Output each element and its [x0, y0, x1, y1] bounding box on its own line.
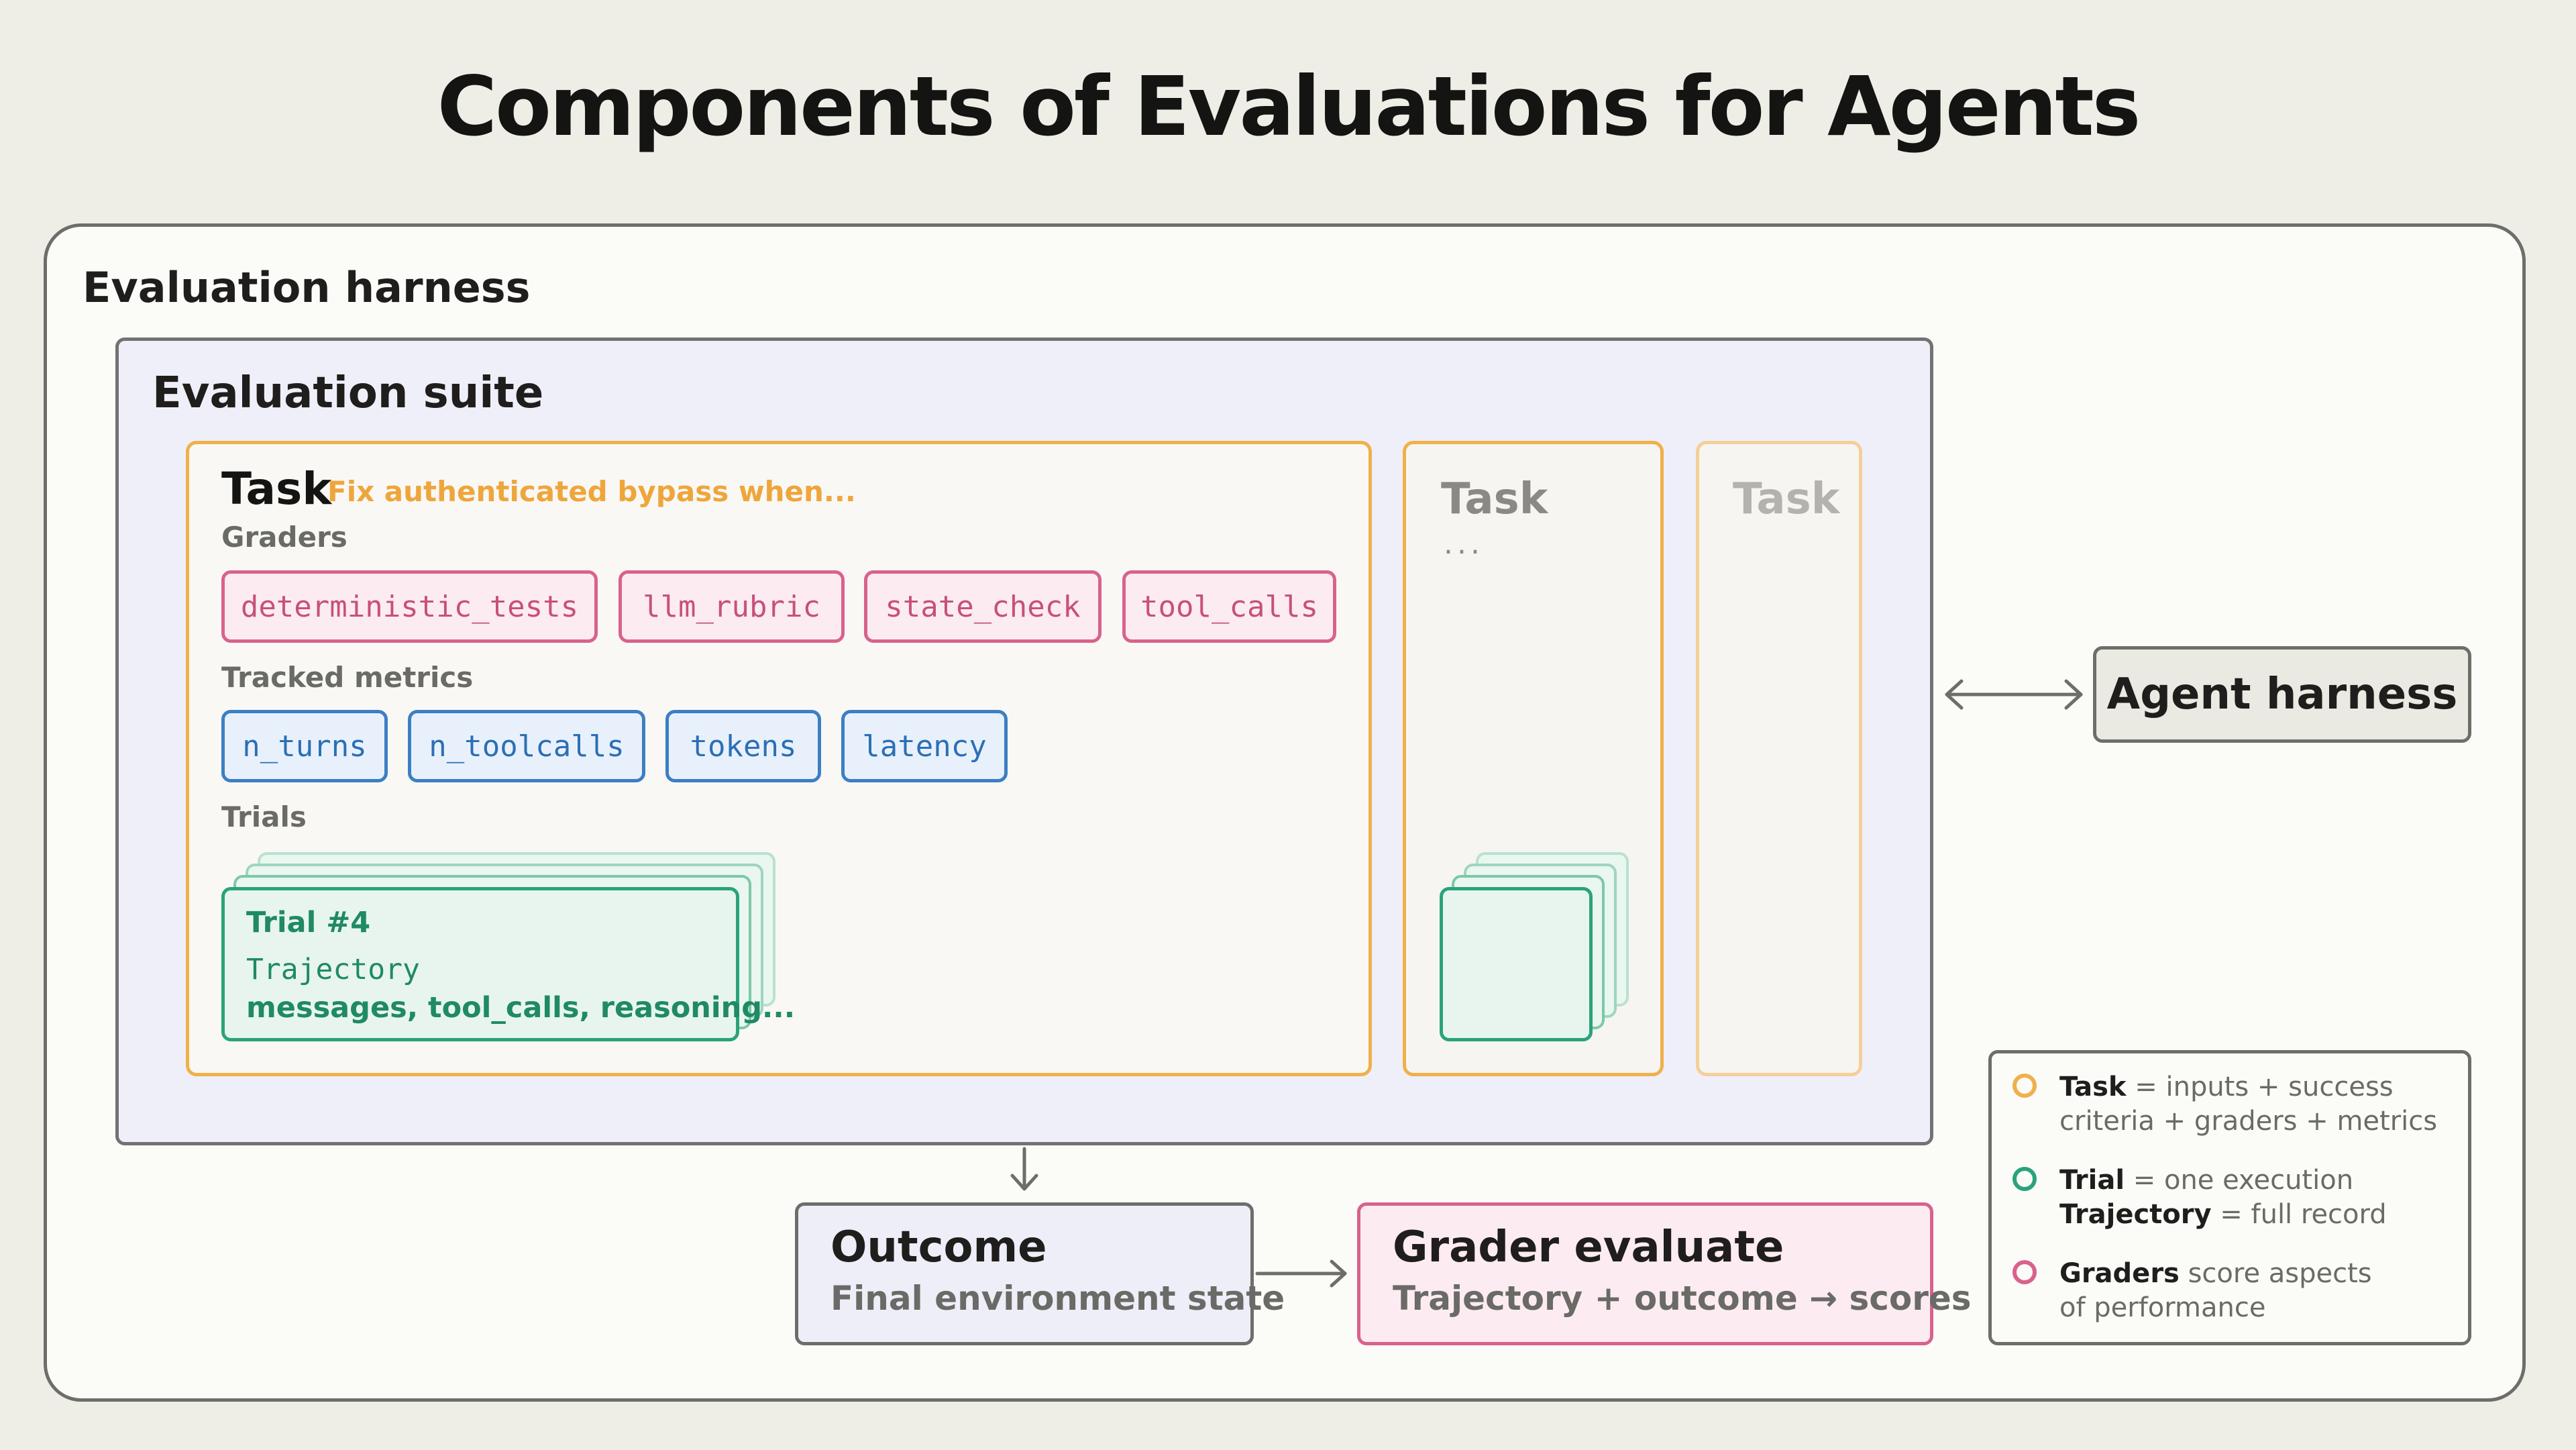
legend-task-term: Task [2059, 1072, 2127, 1102]
legend-task-marker [2012, 1074, 2037, 1098]
legend-task-line1: Task = inputs + success [2059, 1072, 2394, 1102]
legend-trajectory-desc: = full record [2211, 1199, 2387, 1230]
legend-graders-line2: of performance [2059, 1292, 2266, 1323]
right-arrow-head [1330, 1259, 1347, 1288]
outcome-box [795, 1202, 1254, 1345]
legend-box [1988, 1050, 2471, 1345]
grader-evaluate-title: Grader evaluate [1393, 1223, 1784, 1272]
trial-card [221, 887, 739, 1041]
metric-chip-latency: latency [841, 710, 1008, 782]
grader-chip-tool-calls: tool_calls [1122, 570, 1336, 643]
outcome-title: Outcome [830, 1223, 1047, 1272]
metric-chip-n-toolcalls: n_toolcalls [408, 710, 645, 782]
task-2-trial-card [1440, 887, 1593, 1041]
task-2-ellipsis: ... [1444, 527, 1484, 561]
task-3-label: Task [1733, 474, 1840, 524]
legend-trajectory-term: Trajectory [2059, 1199, 2212, 1230]
double-arrow-head-left [1945, 679, 1964, 710]
legend-trial-marker [2012, 1167, 2037, 1191]
legend-trial-line1: Trial = one execution [2059, 1165, 2353, 1196]
metric-chip-n-turns: n_turns [221, 710, 388, 782]
outcome-subtitle: Final environment state [830, 1279, 1285, 1318]
legend-graders-marker [2012, 1260, 2037, 1284]
evaluation-suite-label: Evaluation suite [152, 368, 544, 418]
page-title: Components of Evaluations for Agents [437, 59, 2141, 154]
legend-trial-desc: = one execution [2125, 1165, 2354, 1196]
legend-graders-desc: score aspects [2179, 1258, 2372, 1289]
grader-evaluate-subtitle: Trajectory + outcome → scores [1393, 1279, 1972, 1318]
legend-graders-line1: Graders score aspects [2059, 1258, 2372, 1289]
down-arrow-head [1010, 1174, 1038, 1191]
graders-label: Graders [221, 521, 347, 554]
legend-trajectory-line: Trajectory = full record [2059, 1199, 2387, 1230]
task-box-3 [1696, 441, 1862, 1076]
trajectory-label: Trajectory [246, 953, 420, 986]
agent-harness-box: Agent harness [2093, 646, 2471, 743]
trial-title: Trial #4 [246, 906, 371, 939]
task-2-label: Task [1441, 474, 1548, 524]
legend-graders-term: Graders [2059, 1258, 2180, 1289]
legend-task-desc: = inputs + success [2126, 1072, 2394, 1102]
trials-label: Trials [221, 800, 307, 833]
grader-chip-llm-rubric: llm_rubric [619, 570, 845, 643]
double-arrow-head-right [2064, 679, 2083, 710]
grader-chip-state-check: state_check [864, 570, 1102, 643]
tracked-metrics-label: Tracked metrics [221, 661, 474, 694]
grader-evaluate-box [1357, 1202, 1933, 1345]
trajectory-description: messages, tool_calls, reasoning... [246, 991, 796, 1025]
task-main-subtitle: Fix authenticated bypass when... [327, 475, 856, 508]
grader-chip-deterministic-tests: deterministic_tests [221, 570, 598, 643]
legend-trial-term: Trial [2059, 1165, 2125, 1196]
legend-task-line2: criteria + graders + metrics [2059, 1106, 2438, 1137]
task-main-label: Task [221, 463, 332, 515]
evaluation-harness-label: Evaluation harness [83, 263, 531, 312]
metric-chip-tokens: tokens [665, 710, 821, 782]
